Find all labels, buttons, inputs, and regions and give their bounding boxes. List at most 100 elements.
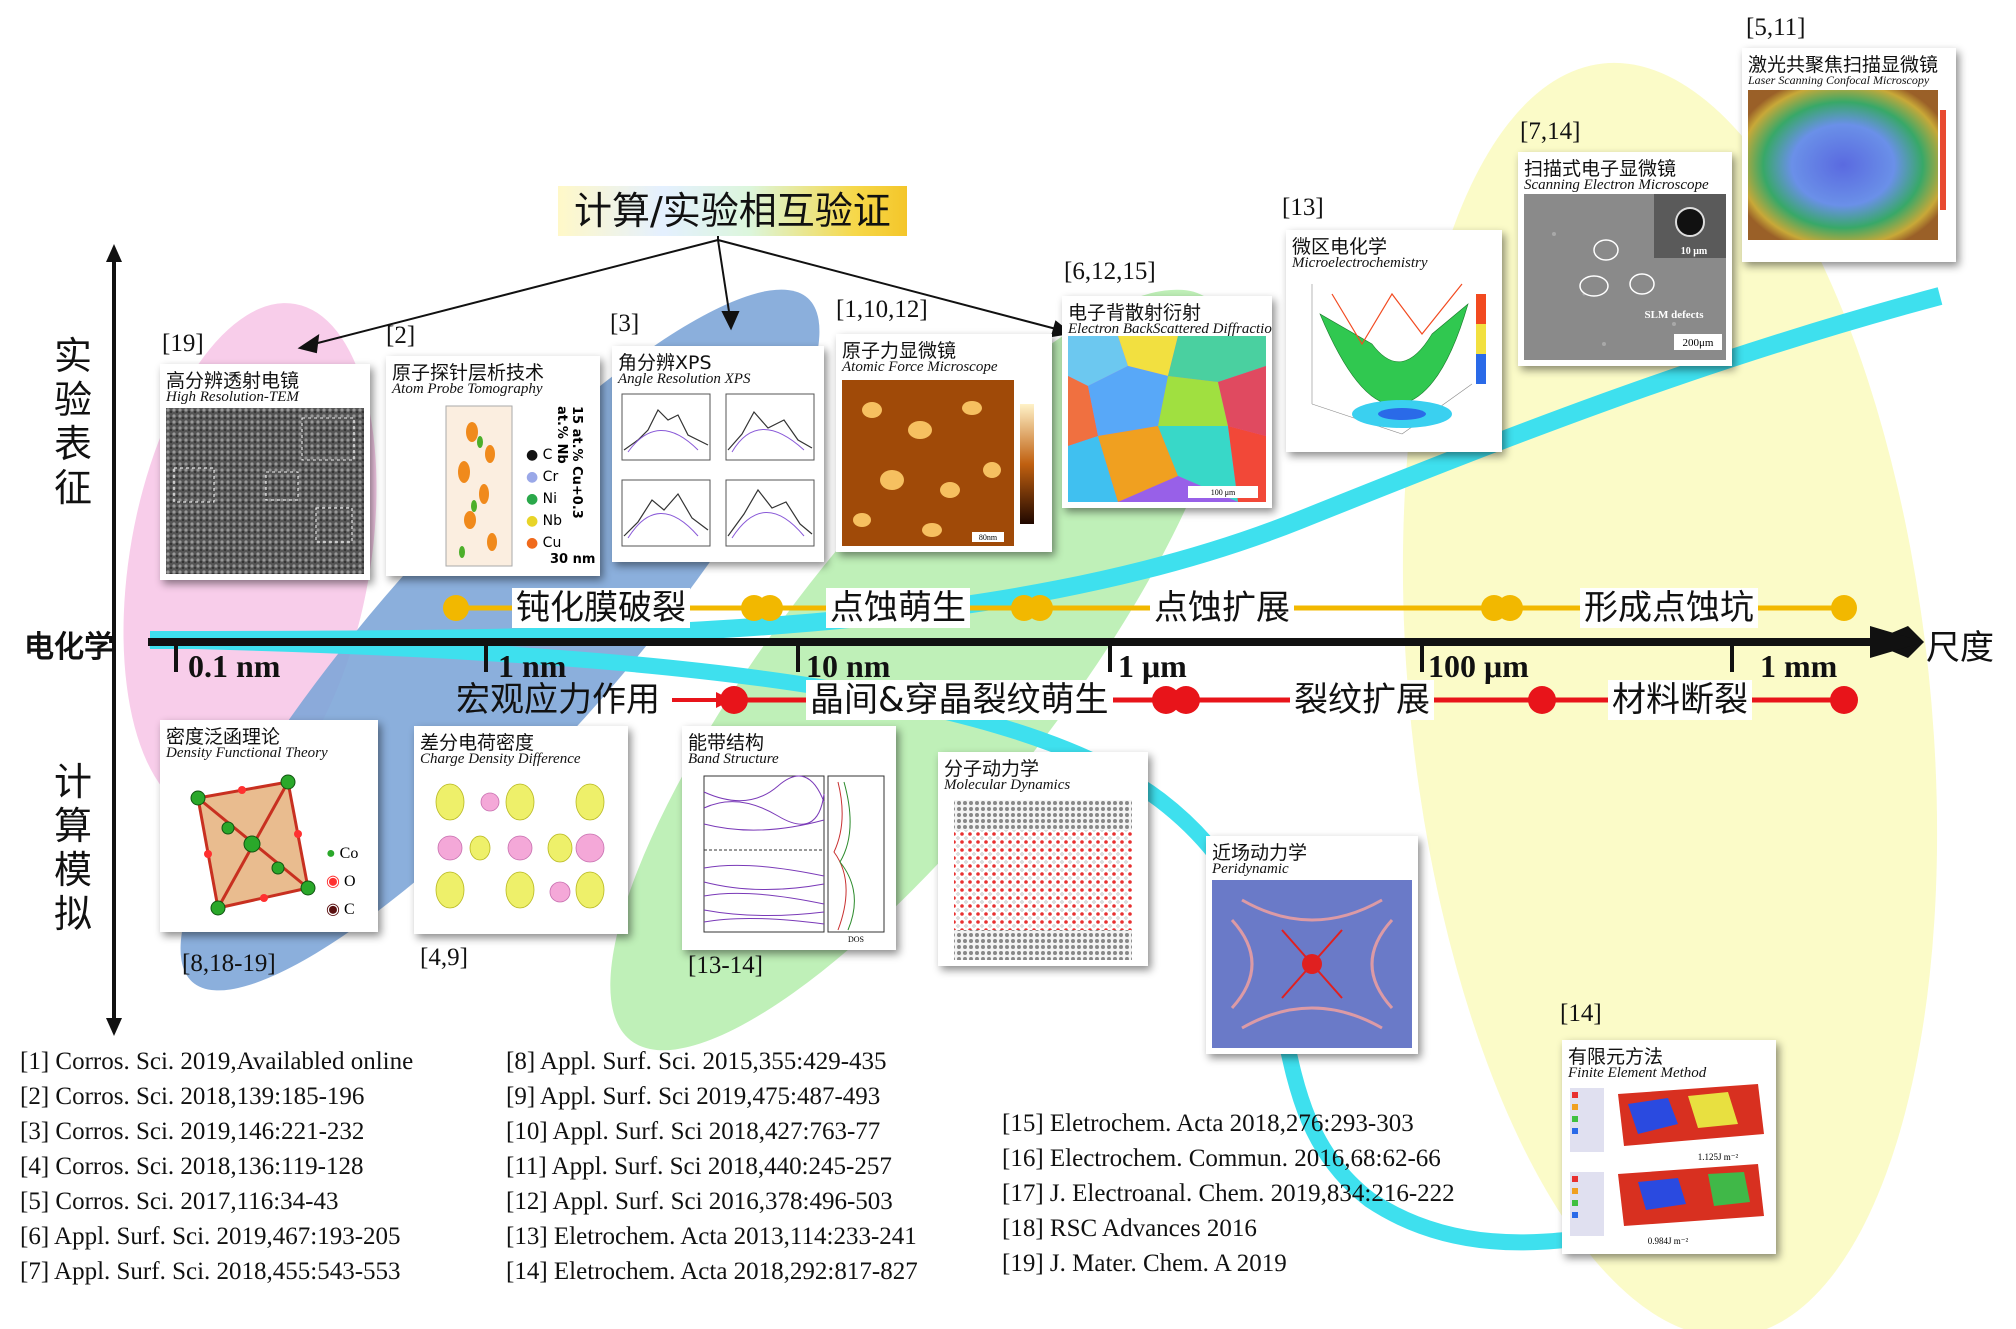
card-english-name: Finite Element Method (1568, 1065, 1707, 1081)
hrtem-image (166, 408, 364, 574)
simulation-char: 算 (53, 804, 92, 848)
legend-item: ● Nb (526, 513, 563, 529)
legend-item: ● Cr (526, 469, 559, 485)
card-hrtem: 高分辨透射电镜 High Resolution-TEM (160, 364, 370, 580)
card-english-name: Charge Density Difference (420, 751, 581, 767)
scale-tick-label: 1 mm (1760, 648, 1838, 684)
ref-number: [6,12,15] (1064, 258, 1156, 285)
scale-tick-label: 100 μm (1428, 648, 1529, 684)
corrosion-node (443, 595, 469, 621)
card-english-name: Electron BackScattered Diffraction (1068, 321, 1272, 337)
ref-number: [1,10,12] (836, 296, 928, 323)
ebsd-grain-map: 100 μm (1068, 336, 1266, 502)
charge-density-image (435, 783, 605, 909)
card-dft: 密度泛函理论 Density Functional Theory ● Co ◉ … (160, 720, 378, 932)
reference-item: [14] Eletrochem. Acta 2018,292:817-827 (506, 1258, 918, 1285)
reference-item: [5] Corros. Sci. 2017,116:34-43 (20, 1188, 339, 1215)
ref-number: [4,9] (420, 944, 468, 971)
card-charge-density: 差分电荷密度 Charge Density Difference (414, 726, 628, 934)
corrosion-stage-label: 点蚀扩展 (1150, 588, 1294, 628)
fem-energy-label: 1.125J m⁻² (1698, 1152, 1739, 1162)
corrosion-node (1497, 595, 1523, 621)
card-name: 激光共聚焦扫描显微镜 (1748, 54, 1939, 76)
page-title: 计算/实验相互验证 (558, 186, 907, 236)
band-structure-plot: DOS (703, 775, 885, 944)
experiment-char: 表 (53, 422, 92, 466)
card-peridynamic: 近场动力学 Peridynamic (1206, 836, 1418, 1054)
vertical-axis (106, 244, 122, 1036)
corrosion-stage-label: 形成点蚀坑 (1580, 588, 1758, 628)
reference-item: [6] Appl. Surf. Sci. 2019,467:193-205 (20, 1223, 401, 1250)
legend-item: ● C (526, 447, 553, 463)
ref-number: [13] (1282, 194, 1324, 221)
card-name: 电子背散射衍射 (1068, 302, 1202, 324)
card-english-name: Density Functional Theory (166, 745, 328, 761)
afm-colorbar (1020, 404, 1034, 524)
sem-image: 10 μm SLM defects 200μm (1524, 194, 1726, 360)
reference-item: [2] Corros. Sci. 2018,139:185-196 (20, 1083, 365, 1110)
card-english-name: High Resolution-TEM (166, 389, 299, 405)
card-lscm: 激光共聚焦扫描显微镜 Laser Scanning Confocal Micro… (1742, 48, 1956, 262)
reference-item: [3] Corros. Sci. 2019,146:221-232 (20, 1118, 365, 1145)
card-english-name: Molecular Dynamics (944, 777, 1071, 793)
card-name: 原子探针层析技术 (392, 362, 545, 384)
fracture-node (1830, 686, 1858, 714)
legend-item: ● Co (326, 845, 359, 862)
ref-number: [14] (1560, 1000, 1602, 1027)
ebsd-scale-text: 100 μm (1211, 488, 1236, 497)
reference-item: [7] Appl. Surf. Sci. 2018,455:543-553 (20, 1258, 401, 1285)
reference-item: [16] Electrochem. Commun. 2016,68:62-66 (1002, 1145, 1441, 1172)
experiment-label: 实 验 表 征 (50, 334, 96, 510)
simulation-label: 计 算 模 拟 (50, 760, 96, 936)
apt-reconstruction (445, 405, 513, 567)
electrochem-axis-label: 电化学 (24, 630, 114, 665)
scale-tick-label: 1 nm (498, 648, 567, 684)
card-english-name: Band Structure (688, 751, 779, 767)
card-name: 能带结构 (688, 732, 765, 754)
card-name: 角分辨XPS (618, 352, 712, 374)
reference-item: [13] Eletrochem. Acta 2013,114:233-241 (506, 1223, 917, 1250)
scale-tick-label: 10 nm (806, 648, 891, 684)
reference-item: [18] RSC Advances 2016 (1002, 1215, 1257, 1242)
reference-item: [1] Corros. Sci. 2019,Availabled online (20, 1048, 414, 1075)
fracture-stage-label: 晶间&穿晶裂纹萌生 (806, 680, 1113, 720)
fracture-stage-label: 材料断裂 (1608, 680, 1752, 720)
card-name: 微区电化学 (1292, 236, 1388, 258)
card-name: 高分辨透射电镜 (166, 370, 300, 392)
card-ebsd: 电子背散射衍射 Electron BackScattered Diffracti… (1062, 296, 1272, 508)
card-english-name: Microelectrochemistry (1292, 255, 1428, 271)
band-dos-label: DOS (848, 935, 864, 944)
scale-tick-marks (174, 644, 1734, 672)
simulation-char: 模 (53, 848, 92, 892)
apt-scale-bar: 30 nm (550, 552, 596, 567)
sem-inset-scale: 10 μm (1681, 246, 1708, 257)
experiment-char: 征 (53, 466, 92, 510)
sem-annotation: SLM defects (1645, 309, 1705, 321)
reference-item: [17] J. Electroanal. Chem. 2019,834:216-… (1002, 1180, 1455, 1207)
card-sem: 扫描式电子显微镜 Scanning Electron Microscope 10… (1518, 152, 1732, 366)
ref-number: [5,11] (1746, 14, 1806, 41)
card-english-name: Angle Resolution XPS (618, 371, 751, 387)
axis-unit-label: 尺度 (1926, 628, 1994, 668)
card-afm: 原子力显微镜 Atomic Force Microscope 80nm (836, 334, 1052, 552)
ref-number: [13-14] (688, 952, 763, 979)
scale-tick-label: 0.1 nm (188, 648, 281, 684)
references-column-2: [8] Appl. Surf. Sci. 2015,355:429-435 [9… (506, 1044, 918, 1289)
xps-spectra (621, 393, 815, 547)
fem-mesh: 1.125J m⁻² 0.984J m⁻² (1570, 1084, 1764, 1246)
experiment-char: 实 (53, 334, 92, 378)
dft-structure (190, 774, 316, 916)
card-english-name: Peridynamic (1212, 861, 1289, 877)
corrosion-node (757, 595, 783, 621)
fracture-node (720, 686, 748, 714)
apt-composition: 15 at.% Cu+0.3 at.% Nb (554, 406, 584, 519)
apt-legend: ● C ● Cr ● Ni ● Nb ● Cu (526, 444, 562, 554)
card-name: 分子动力学 (944, 758, 1040, 780)
card-atom-probe: 原子探针层析技术 Atom Probe Tomography ● C ● Cr … (386, 356, 600, 576)
reference-item: [11] Appl. Surf. Sci 2018,440:245-257 (506, 1153, 892, 1180)
fracture-node (1152, 686, 1180, 714)
reference-item: [9] Appl. Surf. Sci 2019,475:487-493 (506, 1083, 881, 1110)
card-english-name: Laser Scanning Confocal Microscopy (1748, 73, 1930, 87)
fracture-stage-label: 裂纹扩展 (1290, 680, 1434, 720)
